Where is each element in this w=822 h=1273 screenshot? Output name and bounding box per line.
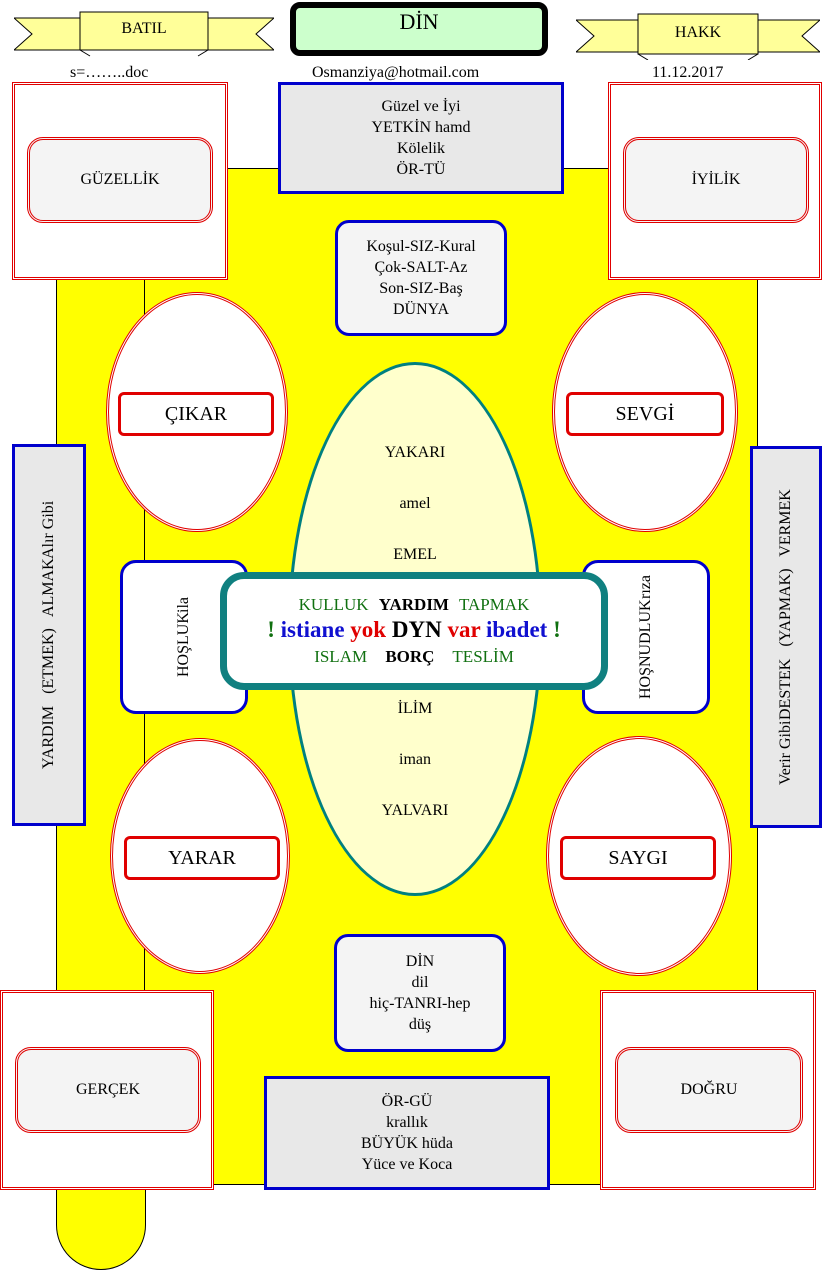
bottom-mid-line-3: hiç-TANRI-hep — [369, 995, 471, 1012]
card-guzellik-inner: GÜZELLİK — [27, 137, 213, 223]
word-tapmak: TAPMAK — [458, 595, 530, 614]
email-text: Osmanziya@hotmail.com — [312, 64, 480, 81]
word-dyn: DYN — [391, 617, 442, 642]
hosnudluk-sub: rıza — [637, 575, 654, 600]
side-left-line-2: Alır Gibi — [40, 500, 57, 559]
central-oval-top-words: YAKARI amel EMEL — [340, 444, 490, 564]
label-sevgi-text: SEVGİ — [615, 402, 675, 425]
hakk-label: HAKK — [674, 24, 722, 41]
excl-right: ! — [553, 617, 561, 642]
din-title: DİN — [399, 9, 439, 34]
hosnudluk-title: HOŞNUDLUK — [637, 599, 654, 699]
center-row-1: KULLUK YARDIM TAPMAK — [299, 595, 530, 615]
hosluk-sub: ila — [175, 596, 192, 613]
card-gercek-label: GERÇEK — [76, 1081, 140, 1098]
oval-word-ilim: İLİM — [397, 700, 433, 717]
word-borc: BORÇ — [385, 647, 435, 666]
oval-word-yalvari: YALVARI — [381, 802, 449, 819]
card-dogru-inner: DOĞRU — [615, 1047, 803, 1133]
din-title-box: DİN — [290, 2, 548, 56]
center-row-3: ISLAM BORÇ TESLİM — [314, 647, 514, 667]
card-gercek-inner: GERÇEK — [15, 1047, 201, 1133]
top-box-line-1: Güzel ve İyi — [381, 98, 461, 115]
word-yardim: YARDIM — [378, 595, 449, 614]
bottom-mid-line-1: DİN — [405, 953, 435, 970]
date-text: 11.12.2017 — [652, 64, 724, 81]
side-left-line-1: YARDIM (ETMEK) ALMAK — [40, 558, 57, 770]
top-mid-line-1: Koşul-SIZ-Kural — [366, 238, 476, 255]
top-box: Güzel ve İyi YETKİN hamd Kölelik ÖR-TÜ — [278, 82, 564, 194]
card-dogru-label: DOĞRU — [680, 1081, 738, 1098]
bottom-box-line-3: BÜYÜK hüda — [361, 1135, 453, 1152]
bottom-mid-line-4: düş — [408, 1016, 432, 1033]
label-cikar: ÇIKAR — [118, 392, 274, 436]
oval-word-iman: iman — [399, 751, 431, 768]
word-istiane: istiane — [280, 617, 345, 642]
label-cikar-text: ÇIKAR — [164, 402, 228, 425]
word-var: var — [447, 617, 481, 642]
label-sevgi: SEVGİ — [566, 392, 724, 436]
top-mid-line-4: DÜNYA — [393, 301, 449, 318]
bottom-mid-line-2: dil — [411, 974, 429, 991]
oval-word-amel: amel — [399, 495, 431, 512]
word-yok: yok — [350, 617, 387, 642]
top-box-line-2: YETKİN hamd — [371, 119, 471, 136]
word-ibadet: ibadet — [485, 617, 548, 642]
bottom-mid-box: DİN dil hiç-TANRI-hep düş — [334, 934, 506, 1052]
bottom-box-line-2: krallık — [386, 1114, 428, 1131]
word-kulluk: KULLUK — [298, 595, 369, 614]
top-mid-line-3: Son-SIZ-Baş — [379, 280, 463, 297]
card-guzellik: GÜZELLİK — [12, 82, 228, 280]
card-gercek: GERÇEK — [0, 990, 214, 1190]
side-left-text: YARDIM (ETMEK) ALMAK Alır Gibi — [15, 447, 83, 823]
hosluk-title: HOŞLUK — [175, 612, 192, 678]
card-dogru: DOĞRU — [600, 990, 816, 1190]
side-right-text: Verir Gibi DESTEK (YAPMAK) VERMEK — [753, 449, 819, 825]
top-box-line-4: ÖR-TÜ — [396, 161, 446, 178]
top-mid-box: Koşul-SIZ-Kural Çok-SALT-Az Son-SIZ-Baş … — [335, 220, 507, 336]
word-islam: ISLAM — [314, 647, 368, 666]
side-left-box: YARDIM (ETMEK) ALMAK Alır Gibi — [12, 444, 86, 826]
bottom-box-line-1: ÖR-GÜ — [381, 1093, 433, 1110]
card-iyilik-inner: İYİLİK — [623, 137, 809, 223]
label-saygi: SAYGI — [560, 836, 716, 880]
label-yarar: YARAR — [124, 836, 280, 880]
word-teslim: TESLİM — [452, 647, 514, 666]
bottom-box-line-4: Yüce ve Koca — [361, 1156, 453, 1173]
side-right-line-1: Verir Gibi — [777, 720, 794, 785]
label-saygi-text: SAYGI — [608, 846, 668, 869]
batil-label: BATIL — [121, 20, 167, 37]
bottom-box: ÖR-GÜ krallık BÜYÜK hüda Yüce ve Koca — [264, 1076, 550, 1190]
top-box-line-3: Kölelik — [397, 140, 445, 157]
side-right-box: Verir Gibi DESTEK (YAPMAK) VERMEK — [750, 446, 822, 828]
oval-word-emel: EMEL — [393, 546, 437, 563]
batil-banner — [14, 11, 274, 57]
center-box: KULLUK YARDIM TAPMAK ! istiane yok DYN v… — [220, 572, 608, 690]
hakk-banner — [576, 13, 820, 60]
excl-left: ! — [267, 617, 275, 642]
side-right-line-2: DESTEK (YAPMAK) VERMEK — [777, 489, 794, 721]
top-mid-line-2: Çok-SALT-Az — [374, 259, 468, 276]
card-iyilik: İYİLİK — [608, 82, 822, 280]
file-name: s=……..doc — [70, 64, 149, 81]
center-row-2: ! istiane yok DYN var ibadet ! — [267, 617, 561, 643]
card-iyilik-label: İYİLİK — [691, 171, 741, 188]
central-oval-bottom-words: İLİM iman YALVARI — [340, 700, 490, 820]
label-yarar-text: YARAR — [168, 846, 236, 869]
card-guzellik-label: GÜZELLİK — [80, 171, 160, 188]
oval-word-yakari: YAKARI — [384, 444, 446, 461]
